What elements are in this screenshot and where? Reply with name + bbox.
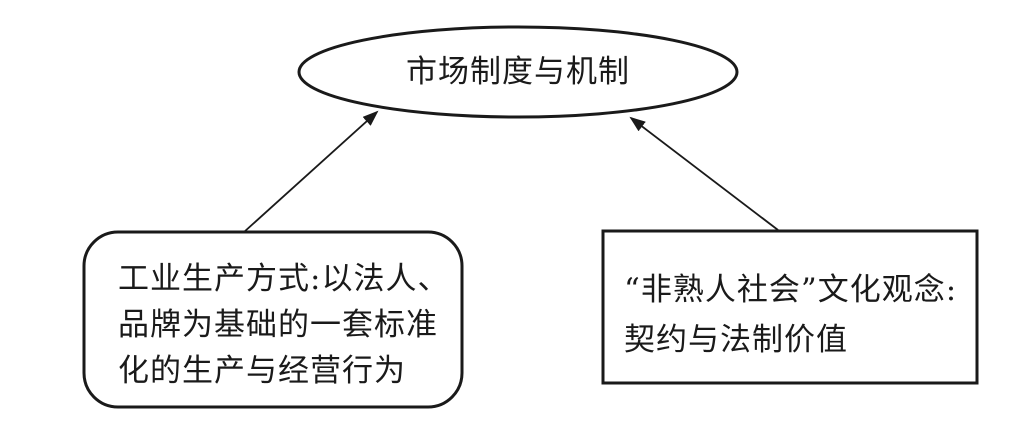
right-arrow: [629, 116, 779, 231]
right-node-text: “非熟人社会”文化观念: 契约与法制价值: [624, 265, 964, 365]
right-node-box: [601, 229, 979, 385]
left-arrow: [243, 110, 379, 233]
left-node-line-2: 品牌为基础的一套标准: [118, 307, 438, 343]
left-node-line-1: 工业生产方式:以法人、: [118, 261, 450, 297]
top-node-label: 市场制度与机制: [406, 54, 630, 90]
right-node-line-1: “非熟人社会”文化观念:: [624, 272, 958, 308]
top-node-ellipse: [297, 25, 739, 119]
left-node-line-3: 化的生产与经营行为: [118, 353, 406, 389]
right-node-line-2: 契约与法制价值: [624, 322, 848, 358]
left-node-text: 工业生产方式:以法人、 品牌为基础的一套标准 化的生产与经营行为: [118, 256, 448, 394]
left-node-box: [82, 230, 464, 409]
